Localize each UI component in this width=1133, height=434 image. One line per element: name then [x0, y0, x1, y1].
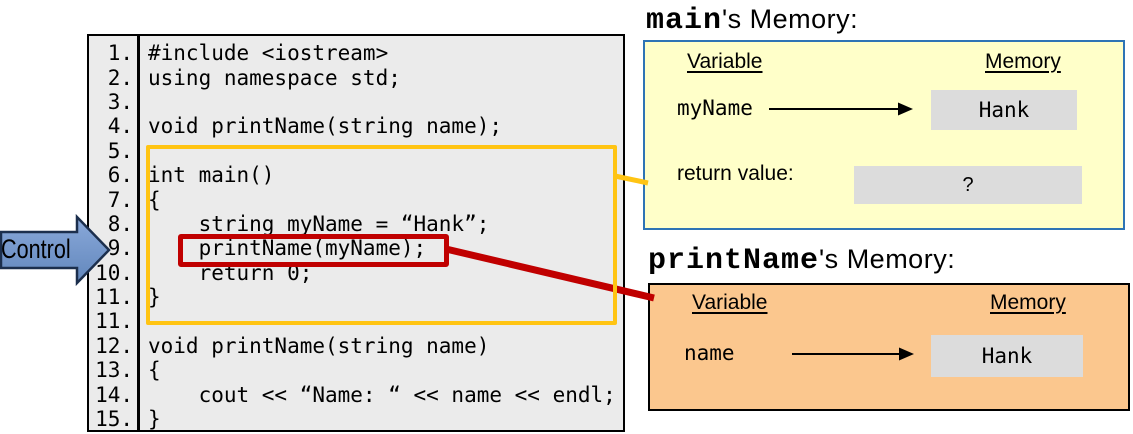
return-value-box: ?	[854, 166, 1082, 204]
variable-name-myname: myName	[677, 96, 753, 120]
printname-memory-title: printName's Memory:	[648, 244, 955, 278]
code-text: string myName = “Hank”;	[148, 211, 490, 236]
code-text: int main()	[148, 163, 275, 188]
code-text: }	[148, 407, 161, 432]
code-text: #include <iostream>	[148, 41, 389, 66]
return-value-label: return value:	[677, 162, 794, 185]
column-header-memory: Memory	[990, 291, 1066, 314]
line-number: 12.	[95, 333, 133, 358]
code-line: 12. void printName(string name)	[89, 334, 623, 358]
line-number: 14.	[95, 382, 133, 407]
printname-call-highlight-box	[178, 234, 449, 267]
line-number: 2.	[107, 65, 133, 90]
control-arrow-label: Control	[1, 234, 71, 264]
printname-memory-title-function: printName	[648, 244, 820, 278]
code-line: 1. #include <iostream>	[89, 41, 623, 65]
main-memory-title: main's Memory:	[646, 4, 858, 38]
code-panel: 1. #include <iostream> 2. using namespace …	[87, 34, 625, 432]
name-value-box: Hank	[931, 335, 1083, 377]
main-memory-panel: Variable Memory myName Hank return value…	[643, 40, 1125, 230]
code-line: 4. void printName(string name);	[89, 114, 623, 138]
code-line: 7. {	[89, 187, 623, 212]
column-header-memory: Memory	[985, 50, 1061, 73]
code-line: 8. string myName = “Hank”;	[89, 212, 623, 236]
code-line: 3.	[89, 90, 623, 114]
code-text: {	[148, 358, 161, 383]
code-line: 11.}	[89, 285, 623, 309]
code-line: 6. int main()	[89, 163, 623, 187]
pointer-arrow-icon	[769, 102, 913, 116]
line-number: 10.	[95, 260, 133, 285]
line-number: 4.	[107, 114, 133, 139]
line-number: 9.	[107, 236, 133, 261]
line-number: 11.	[95, 309, 133, 334]
main-function-highlight-box	[146, 145, 617, 325]
code-line: 2. using namespace std;	[89, 65, 623, 90]
variable-name-name: name	[684, 341, 735, 365]
line-number-divider	[137, 36, 140, 430]
code-line: 11.	[89, 309, 623, 333]
code-line: 13. {	[89, 358, 623, 382]
pointer-arrow-icon	[792, 347, 914, 361]
code-text: void printName(string name);	[148, 114, 503, 139]
code-text: {	[148, 187, 161, 212]
line-number: 15.	[95, 407, 133, 432]
line-number: 1.	[107, 41, 133, 66]
line-number: 3.	[107, 89, 133, 114]
column-header-variable: Variable	[687, 50, 763, 73]
main-memory-title-function: main	[646, 4, 723, 38]
code-line: 14. cout << “Name: “ << name << endl;	[89, 382, 623, 407]
code-line: 15.}	[89, 407, 623, 432]
line-number: 5.	[107, 138, 133, 163]
code-text: using namespace std;	[148, 65, 401, 90]
printname-memory-panel: Variable Memory name Hank	[648, 283, 1130, 411]
code-line: 5.	[89, 139, 623, 163]
control-arrow: Control	[0, 214, 112, 286]
line-number: 6.	[107, 163, 133, 188]
line-number: 7.	[107, 187, 133, 212]
code-text: }	[148, 285, 161, 310]
control-arrow-shape	[0, 214, 111, 286]
line-number: 11.	[95, 285, 133, 310]
code-text: cout << “Name: “ << name << endl;	[148, 382, 616, 407]
main-memory-title-suffix: 's Memory:	[722, 4, 859, 34]
printname-memory-title-suffix: 's Memory:	[819, 244, 956, 274]
column-header-variable: Variable	[692, 291, 768, 314]
line-number: 8.	[107, 211, 133, 236]
code-text: void printName(string name)	[148, 333, 490, 358]
myname-value-box: Hank	[931, 90, 1077, 130]
code-line-printname-call: 9. printName(myName);	[89, 236, 623, 260]
line-number: 13.	[95, 358, 133, 383]
code-text: printName(myName);	[148, 236, 427, 261]
